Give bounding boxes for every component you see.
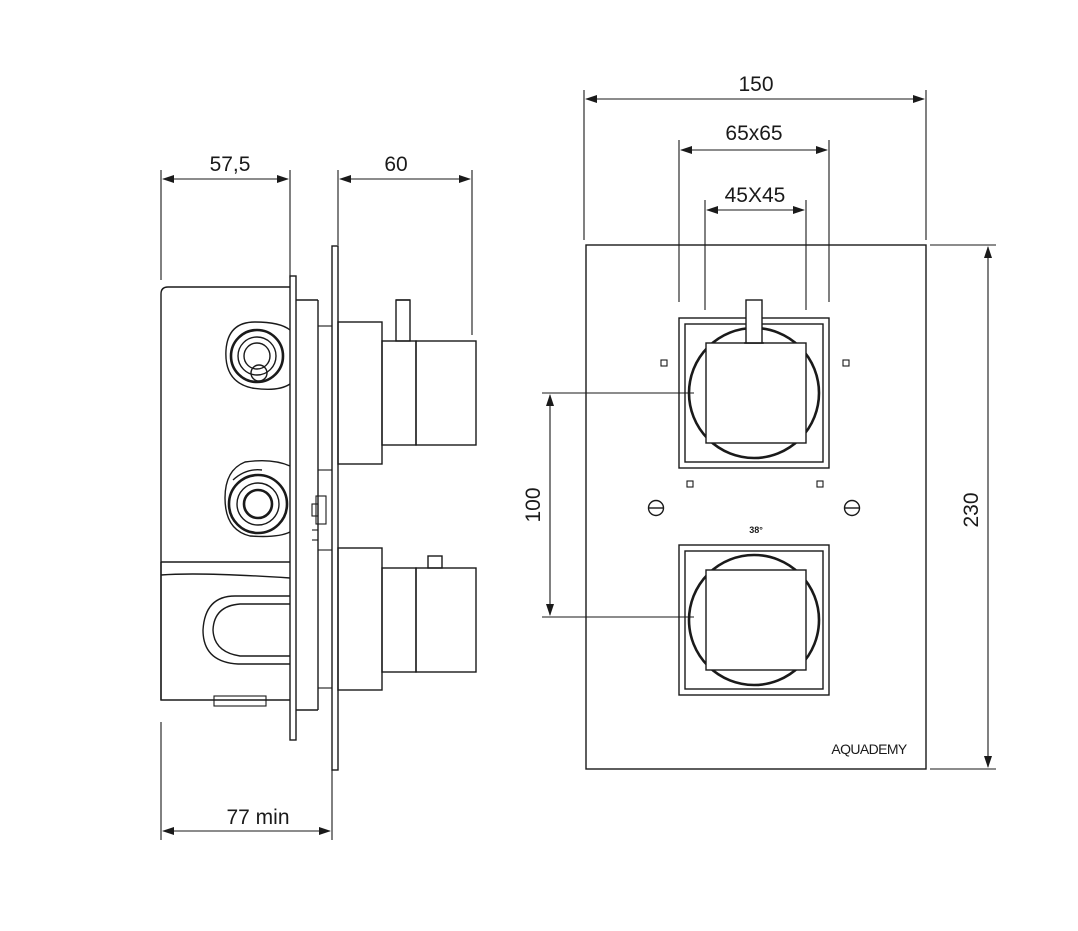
fixing-marks	[660, 359, 850, 488]
brand-logo: AQUADEMY	[831, 741, 908, 757]
front-view: 150 65x65 45X45 230 100	[522, 73, 996, 770]
dim-depth-body-label: 57,5	[210, 153, 251, 176]
lower-inlet-port	[224, 459, 291, 538]
dim-knob-spacing-label: 100	[522, 487, 545, 522]
dim-inner-square-label: 45X45	[725, 184, 786, 207]
dimension-150: 150	[583, 73, 927, 240]
lower-handle-side	[337, 547, 477, 691]
dimension-57-5: 57,5	[160, 153, 291, 280]
valve-body	[160, 245, 339, 771]
dimension-230: 230	[930, 244, 996, 770]
dimension-45x45: 45X45	[704, 184, 807, 310]
outlet-block	[160, 561, 291, 707]
screw-left-icon	[647, 499, 665, 517]
dim-plate-height-label: 230	[960, 492, 983, 527]
temperature-mark: 38°	[749, 525, 763, 535]
screw-right-icon	[843, 499, 861, 517]
side-view: 57,5 60 77 min	[160, 153, 477, 840]
upper-knob-front	[678, 299, 830, 469]
dimension-77-min: 77 min	[160, 722, 333, 840]
dimension-65x65: 65x65	[678, 122, 830, 302]
dim-outer-square-label: 65x65	[725, 122, 782, 145]
dim-plate-width-label: 150	[738, 73, 773, 96]
upper-handle-side	[337, 299, 477, 465]
lower-knob-front	[678, 544, 830, 696]
upper-inlet-port	[225, 321, 291, 391]
dimension-60: 60	[337, 153, 473, 335]
dim-handle-projection-label: 60	[384, 153, 407, 176]
dimension-100: 100	[522, 392, 694, 618]
dim-min-depth-label: 77 min	[226, 806, 289, 829]
cover-plate	[585, 244, 927, 770]
